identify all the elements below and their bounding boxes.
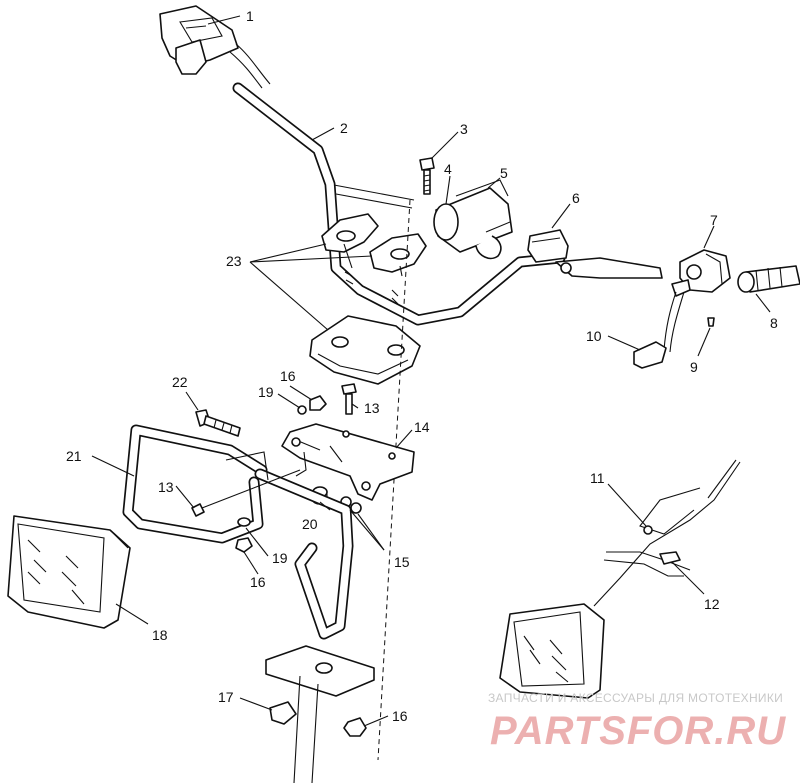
watermark-caption: ЗАПЧАСТИ И АКСЕССУАРЫ ДЛЯ МОТОТЕХНИКИ [488,691,783,705]
callout-7: 7 [710,212,718,228]
callout-14: 14 [414,419,430,435]
callout-18: 18 [152,627,168,643]
callout-5: 5 [500,165,508,181]
mounting-bracket [281,423,415,501]
bolt-13-lower [191,469,301,517]
headlight-left [7,515,131,629]
switch-housing [671,249,731,297]
callout-8: 8 [770,315,778,331]
callout-12: 12 [704,596,720,612]
lower-clamp-block [309,315,421,385]
bolt-13-upper [341,383,357,415]
callout-11: 11 [590,470,605,486]
throttle-cable [633,291,685,369]
washers-15 [340,496,362,514]
bolt-3 [419,157,435,195]
handlebar [232,82,566,326]
callout-10: 10 [586,328,602,344]
callout-1: 1 [246,8,254,24]
callout-15: 15 [394,554,410,570]
callout-21: 21 [66,448,82,464]
screw-9 [707,317,715,327]
callout-22: 22 [172,374,188,390]
wiring-harness [593,459,741,607]
callout-9: 9 [690,359,698,375]
connector-12 [659,551,681,565]
watermark-brand: PARTSFOR.RU [490,709,786,753]
nut-16-bottom [343,717,367,737]
callout-16-lower: 16 [250,574,266,590]
callout-19-upper: 19 [258,384,274,400]
bolt-22 [195,409,241,437]
lower-plate [265,645,375,783]
callout-3: 3 [460,121,468,137]
callout-6: 6 [572,190,580,206]
callout-13-lower: 13 [158,479,174,495]
watermark: ЗАПЧАСТИ И АКСЕССУАРЫ ДЛЯ МОТОТЕХНИКИ PA… [488,691,786,753]
assembly-axis-line [377,199,411,761]
callout-16-upper: 16 [280,368,296,384]
brake-master-cylinder [527,229,569,263]
callout-19-lower: 19 [272,550,288,566]
upper-clamps [321,213,427,277]
brake-lever [555,257,663,279]
callout-13-upper: 13 [364,400,380,416]
nut-washer-upper [297,395,327,415]
callout-17: 17 [218,689,234,705]
callout-23: 23 [226,253,242,269]
callout-2: 2 [340,120,348,136]
callout-20: 20 [302,516,318,532]
clip-17 [269,701,297,725]
handlebar-pad [433,179,513,260]
guard-frame [122,424,354,640]
callout-16-bottom: 16 [392,708,408,724]
callout-numbers: 1 2 3 4 5 6 7 8 9 10 11 12 13 13 14 15 1… [66,8,778,724]
handlebar-grip [737,265,800,293]
callout-4: 4 [444,161,452,177]
leader-lines [91,15,771,727]
headlight-right [499,603,605,699]
nut-washer-lower [235,517,253,553]
